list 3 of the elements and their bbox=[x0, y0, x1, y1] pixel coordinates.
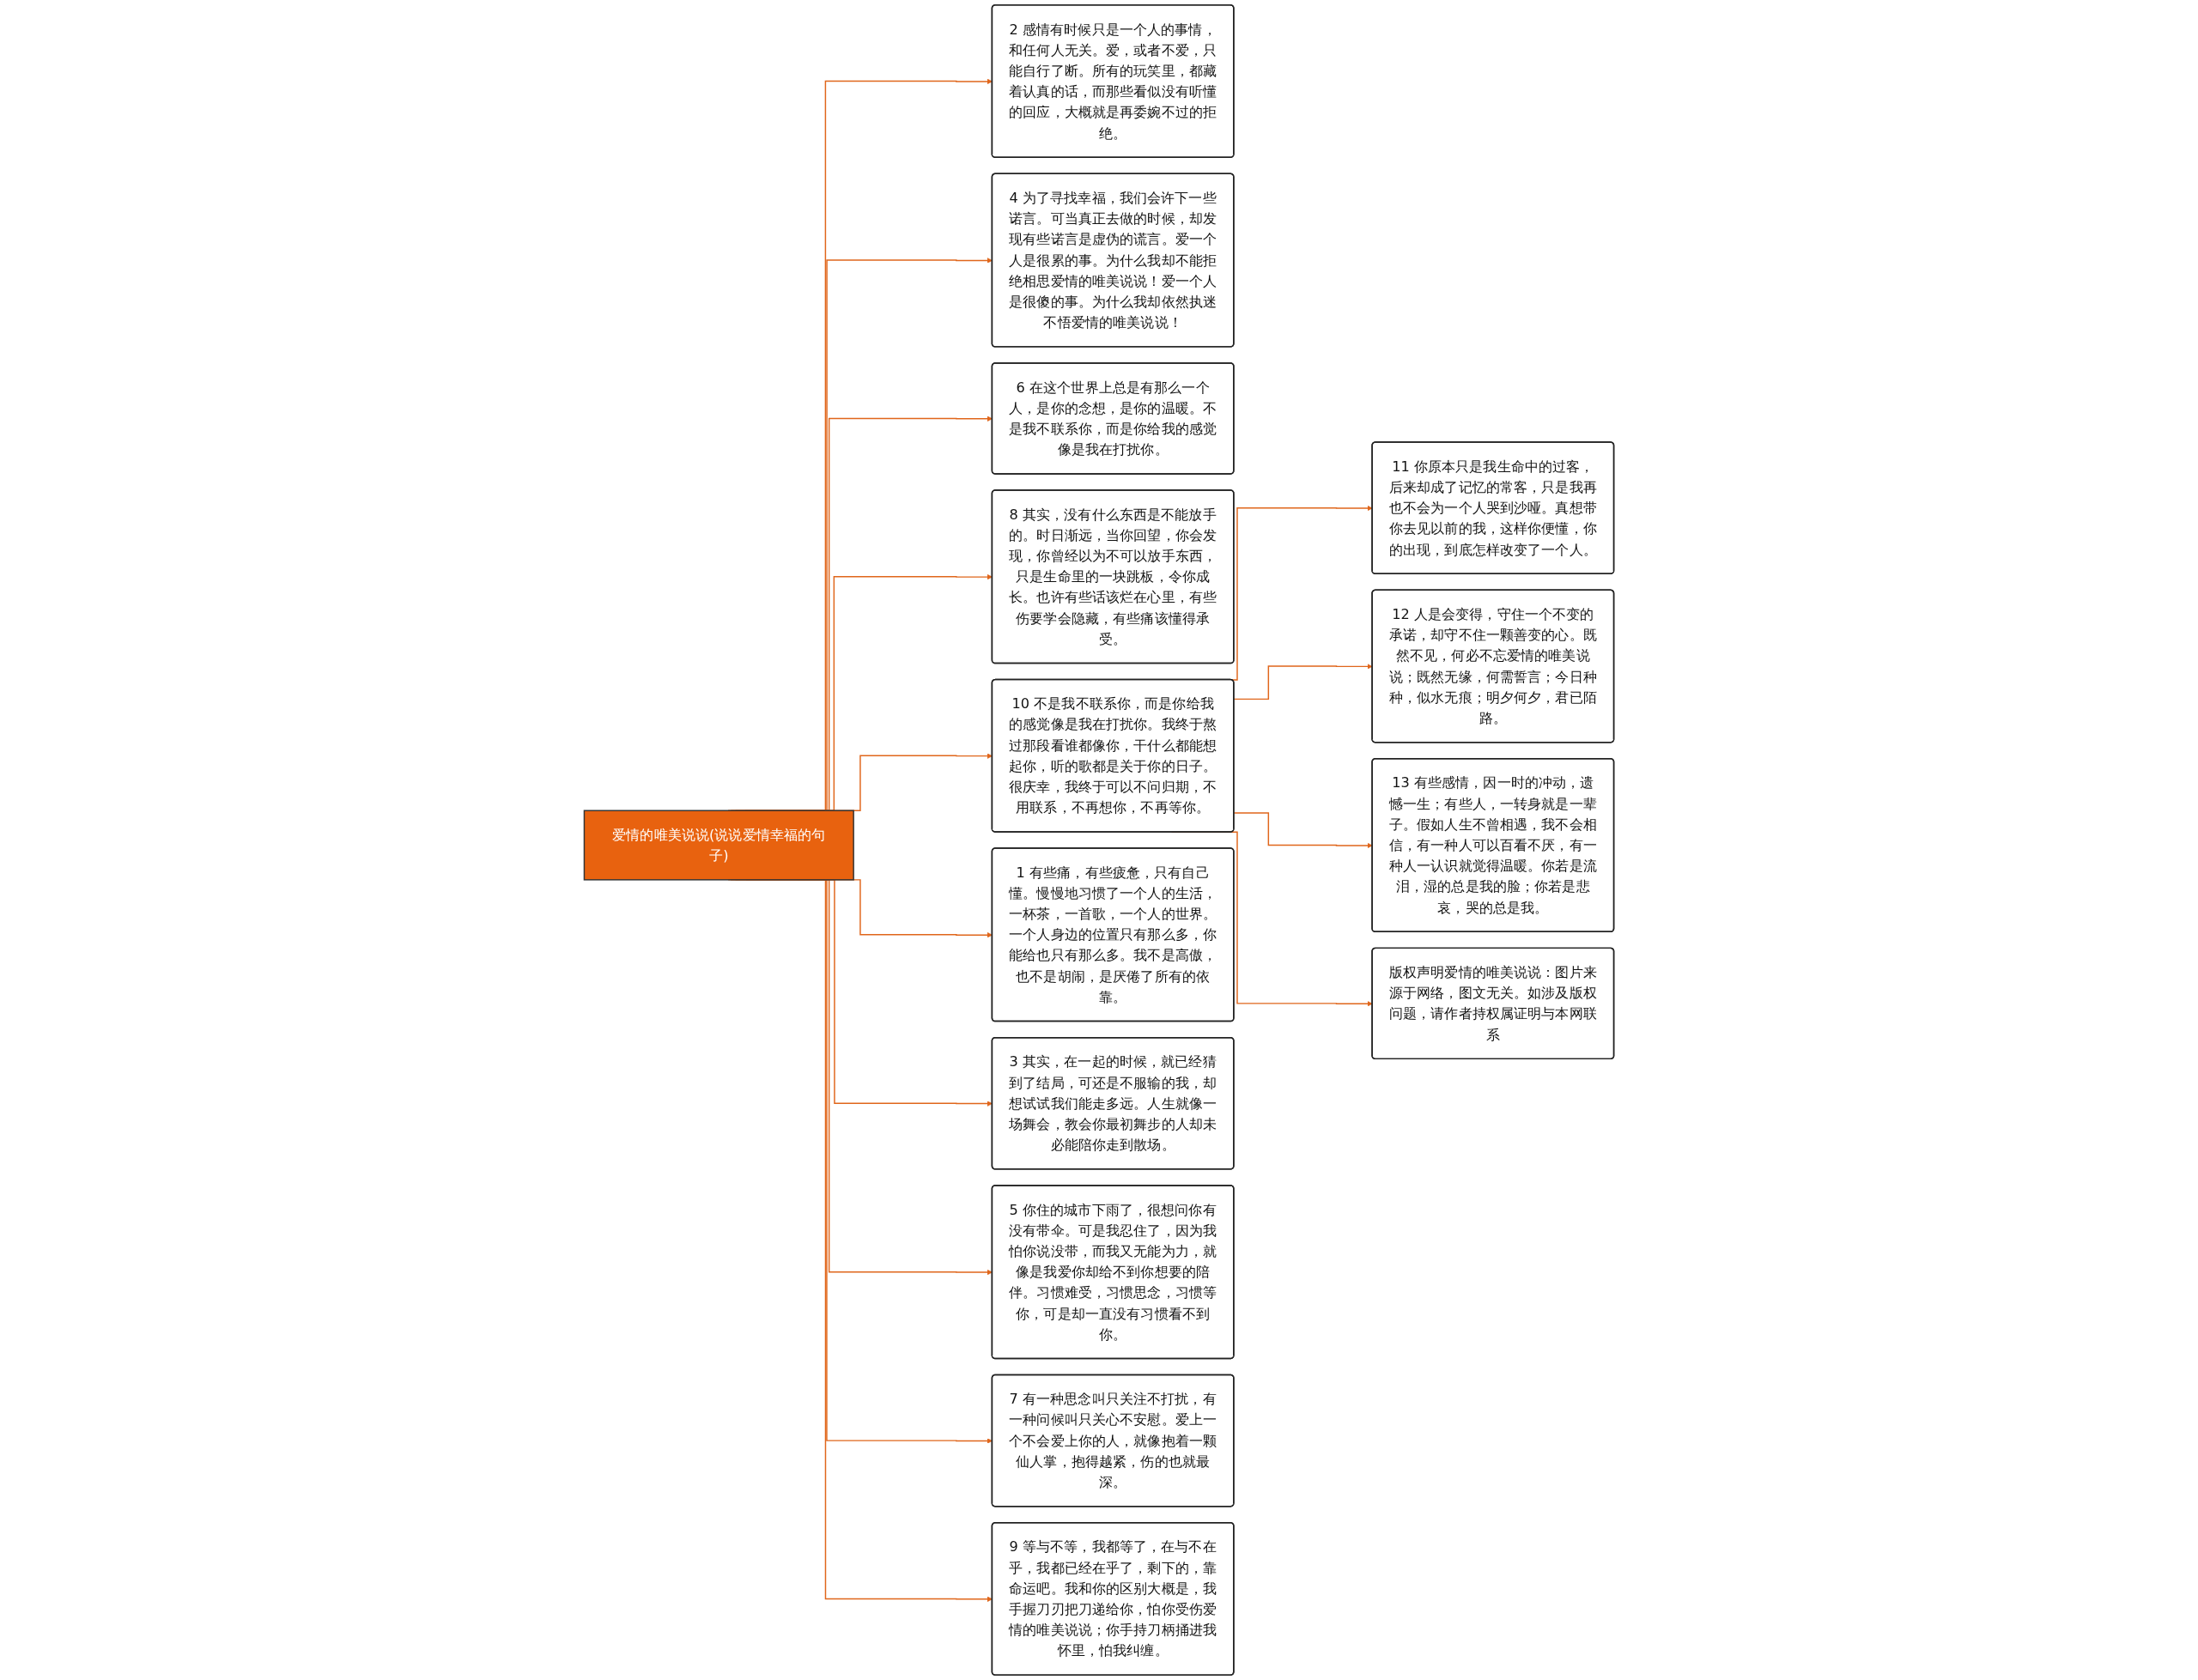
arrow bbox=[1233, 812, 1373, 849]
arrow bbox=[1233, 664, 1373, 701]
node-box: 爱情的唯美说说(说说爱情幸福的句子) bbox=[583, 810, 854, 881]
